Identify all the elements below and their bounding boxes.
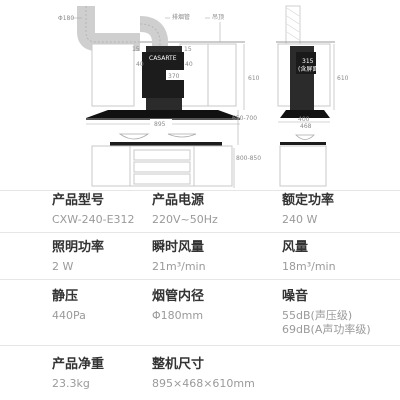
spec-rated-power: 额定功率 240 W — [282, 193, 334, 227]
spec-value: 440Pa — [52, 309, 86, 322]
duct-diameter-label: Φ180 — [58, 15, 74, 22]
spec-value: 21m³/min — [152, 260, 206, 273]
divider — [0, 232, 400, 233]
exhaust-pipe-label: 排烟管 — [172, 13, 190, 21]
spec-dimensions: 整机尺寸 895×468×610mm — [152, 357, 255, 391]
cooktop — [110, 133, 222, 146]
spec-value: Φ180mm — [152, 309, 204, 322]
top-width-left: 15 — [132, 46, 140, 53]
spec-airflow: 风量 18m³/min — [282, 240, 336, 274]
spec-net-weight: 产品净重 23.3kg — [52, 357, 104, 391]
spec-value: 18m³/min — [282, 260, 336, 273]
spec-label: 风量 — [282, 240, 309, 255]
spec-value: 2 W — [52, 260, 74, 273]
counter-height: 800-850 — [236, 155, 261, 162]
divider — [0, 345, 400, 346]
spec-value: 69dB(A声功率级) — [282, 323, 371, 336]
hanging-board-label: 吊顶 — [212, 14, 224, 21]
top-width-right: 15 — [184, 46, 192, 53]
divider — [0, 279, 400, 280]
hood-width: 895 — [154, 121, 166, 128]
spec-value: 240 W — [282, 213, 318, 226]
lower-cabinets — [91, 145, 233, 187]
svg-text:CASARTE: CASARTE — [149, 55, 177, 62]
install-height: 650-700 — [232, 115, 257, 122]
spec-value: 23.3kg — [52, 377, 90, 390]
spec-label: 静压 — [52, 289, 79, 304]
spec-duct-diameter: 烟管内径 Φ180mm — [152, 289, 204, 323]
side-height: 610 — [337, 75, 349, 82]
divider — [0, 190, 400, 191]
spec-value: 55dB(声压级) — [282, 309, 353, 322]
spec-model: 产品型号 CXW-240-E312 — [52, 193, 135, 227]
spec-label: 噪音 — [282, 289, 309, 304]
spec-value: 220V~50Hz — [152, 213, 218, 226]
installation-diagram: Φ180 排烟管 吊顶 CASARTE 15 15 40 40 370 895 … — [58, 5, 349, 188]
side-view — [276, 5, 335, 187]
spec-label: 瞬时风量 — [152, 240, 205, 255]
body-height: 370 — [168, 73, 180, 80]
spec-power-supply: 产品电源 220V~50Hz — [152, 193, 218, 227]
side-display-number: 315 — [302, 58, 314, 65]
exhaust-duct — [77, 6, 168, 56]
side-depth-top: 400 — [298, 116, 310, 123]
spec-value: CXW-240-E312 — [52, 213, 135, 226]
spec-static-pressure: 静压 440Pa — [52, 289, 86, 323]
spec-label: 额定功率 — [282, 193, 335, 208]
side-display-sub: (含屏面) — [298, 65, 321, 73]
spec-label: 烟管内径 — [152, 289, 205, 304]
spec-label: 产品净重 — [52, 357, 105, 372]
left-offset: 40 — [136, 61, 144, 68]
spec-label: 照明功率 — [52, 240, 105, 255]
spec-instant-airflow: 瞬时风量 21m³/min — [152, 240, 206, 274]
spec-label: 产品型号 — [52, 193, 105, 208]
right-offset: 40 — [185, 61, 193, 68]
spec-value: 895×468×610mm — [152, 377, 255, 390]
spec-label: 整机尺寸 — [152, 357, 205, 372]
spec-lighting-power: 照明功率 2 W — [52, 240, 104, 274]
spec-label: 产品电源 — [152, 193, 205, 208]
spec-noise: 噪音 55dB(声压级) 69dB(A声功率级) — [282, 289, 371, 337]
side-depth: 468 — [300, 123, 312, 130]
cabinet-height: 610 — [248, 75, 260, 82]
